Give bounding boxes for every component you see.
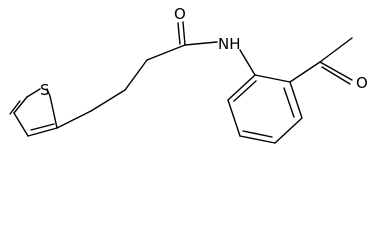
bond-ch2-carbonyl bbox=[146, 44, 186, 61]
bond-thienyl-ch2 bbox=[56, 110, 92, 129]
bond-c4-c5 bbox=[27, 127, 58, 137]
bond-c3-c4 bbox=[13, 112, 29, 137]
amide-group bbox=[177, 21, 256, 76]
amide-nitrogen-label: NH bbox=[218, 35, 241, 53]
bond-carbonyl-o-1 bbox=[182, 21, 186, 46]
bond-ch2-ch2 bbox=[90, 89, 126, 112]
thiophene-ring bbox=[9, 88, 58, 137]
structure-canvas: S O NH O bbox=[9, 5, 368, 144]
bond-ar-4-inner bbox=[242, 130, 273, 138]
amide-oxygen-atom-label: O bbox=[174, 5, 186, 23]
bond-carbonyl-n bbox=[184, 41, 218, 46]
bond-ar-2-inner bbox=[283, 87, 295, 118]
bond-s-c2 bbox=[26, 88, 41, 98]
bond-carbonyl-o-2 bbox=[177, 22, 181, 45]
bond-ar-6-inner bbox=[233, 80, 257, 102]
bond-s-c5 bbox=[46, 88, 51, 97]
bond-ar-2 bbox=[289, 81, 303, 119]
bond-c2-c3 bbox=[13, 96, 28, 114]
chemical-structure: S O NH O bbox=[9, 5, 368, 144]
bond-ar-4 bbox=[239, 135, 276, 144]
bond-ch2-ch2-b bbox=[124, 59, 148, 91]
alkyl-chain bbox=[56, 44, 186, 129]
bond-ketone-o-2 bbox=[321, 66, 351, 85]
bond-ar-1 bbox=[254, 74, 291, 83]
bond-methyl bbox=[319, 37, 353, 63]
bond-aryl-carbonyl bbox=[289, 61, 321, 83]
bond-ar-3 bbox=[274, 117, 303, 144]
bond-n-aryl bbox=[239, 49, 256, 76]
ketone-oxygen-atom-label: O bbox=[356, 74, 368, 92]
benzene-ring bbox=[227, 74, 303, 144]
bond-ar-5 bbox=[227, 99, 241, 137]
bond-c5-s bbox=[49, 95, 58, 129]
bond-c4-c5-inner bbox=[30, 123, 55, 131]
bond-ar-6 bbox=[227, 74, 256, 101]
bond-c2-c3-inner bbox=[9, 100, 21, 115]
bond-ketone-o-1 bbox=[319, 61, 353, 81]
acetyl-group bbox=[289, 37, 353, 85]
sulfur-atom-label: S bbox=[40, 81, 50, 99]
